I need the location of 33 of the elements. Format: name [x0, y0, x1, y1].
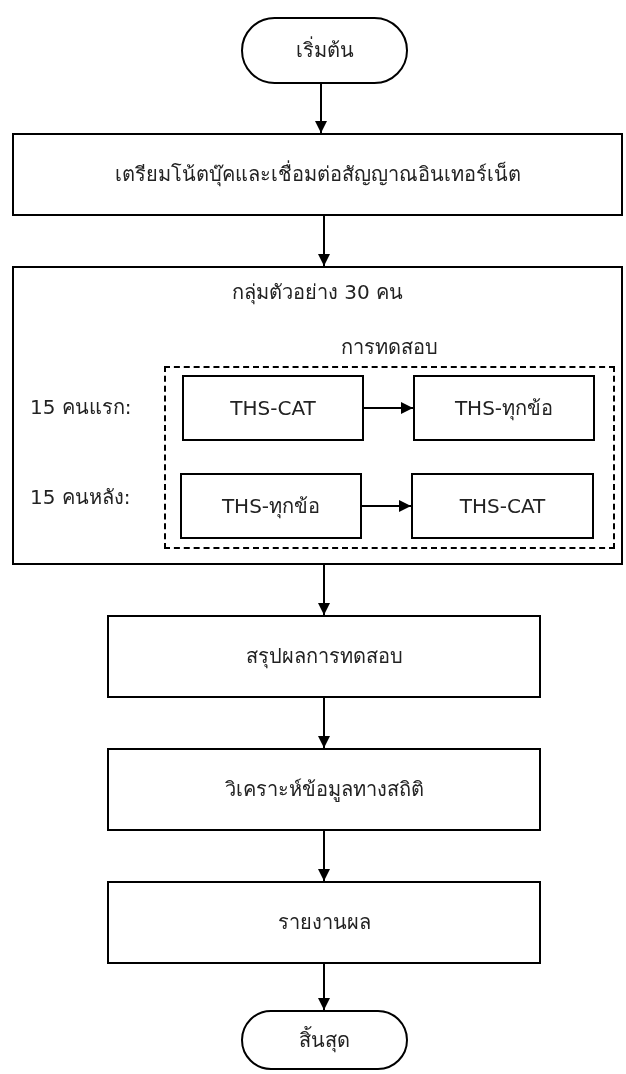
arrow [318, 215, 330, 267]
arrow [363, 402, 414, 414]
arrow [315, 83, 327, 134]
process-box [411, 473, 594, 539]
node-text: การทดสอบ [340, 334, 439, 361]
process-box [107, 748, 541, 831]
arrow [318, 830, 330, 882]
node-text: เริ่มต้น [294, 38, 355, 63]
arrow [361, 500, 412, 512]
process-box [182, 375, 364, 441]
group-box [12, 266, 623, 565]
node-text: สรุปผลการทดสอบ [244, 644, 404, 669]
process-box [12, 133, 623, 216]
node-text: สิ้นสุด [298, 1027, 351, 1053]
arrow [318, 564, 330, 616]
arrow [318, 697, 330, 749]
node-text: เตรียมโน้ตบุ๊คและเชื่อมต่อสัญญาณอินเทอร์เน็ต [113, 162, 522, 187]
node-text: THS-CAT [458, 493, 547, 519]
process-box [180, 473, 362, 539]
row-label: 15 คนแรก: [30, 394, 132, 421]
node-text: THS-ทุกข้อ [220, 493, 322, 519]
row-label: 15 คนหลัง: [30, 484, 131, 511]
process-box [107, 881, 541, 964]
process-box [413, 375, 595, 441]
terminal-pill [241, 17, 408, 84]
node-text: รายงานผล [276, 910, 372, 935]
node-text: THS-ทุกข้อ [453, 395, 555, 421]
arrow [318, 963, 330, 1011]
node-text: THS-CAT [229, 395, 317, 421]
terminal-pill [241, 1010, 408, 1070]
process-box [107, 615, 541, 698]
node-text: วิเคราะห์ข้อมูลทางสถิติ [223, 777, 425, 802]
node-text: กลุ่มตัวอย่าง 30 คน [230, 280, 405, 305]
